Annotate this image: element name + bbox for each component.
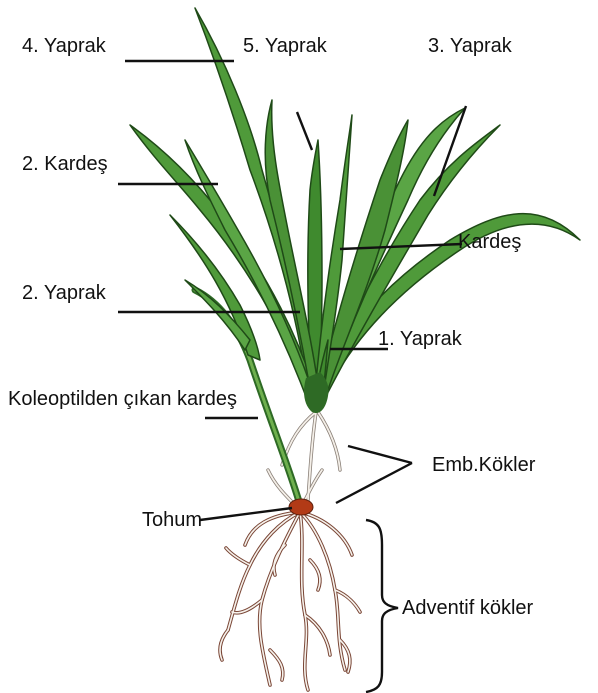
embryonic-roots bbox=[268, 412, 340, 510]
label-seed: Tohum bbox=[142, 510, 202, 530]
label-leaf3: 3. Yaprak bbox=[428, 36, 512, 56]
label-leaf5: 5. Yaprak bbox=[243, 36, 327, 56]
label-coleoptile-tiller: Koleoptilden çıkan kardeş bbox=[8, 389, 237, 409]
adventitious-roots bbox=[220, 512, 360, 690]
seed-shape bbox=[289, 499, 313, 515]
label-leaf2: 2. Yaprak bbox=[22, 283, 106, 303]
leader-emb-roots-1 bbox=[348, 446, 412, 463]
label-tiller2: 2. Kardeş bbox=[22, 154, 108, 174]
leader-emb-roots-2 bbox=[336, 463, 412, 503]
leader-seed bbox=[200, 508, 292, 520]
leaves bbox=[130, 8, 580, 405]
label-tiller: Kardeş bbox=[458, 232, 521, 252]
adventitious-brace bbox=[366, 520, 398, 692]
label-leaf1: 1. Yaprak bbox=[378, 329, 462, 349]
label-leaf4: 4. Yaprak bbox=[22, 36, 106, 56]
label-embryonic-roots: Emb.Kökler bbox=[432, 455, 535, 475]
stem-base bbox=[304, 372, 329, 413]
leader-leaf5 bbox=[297, 112, 312, 150]
label-adventitious-roots: Adventif kökler bbox=[402, 598, 533, 618]
